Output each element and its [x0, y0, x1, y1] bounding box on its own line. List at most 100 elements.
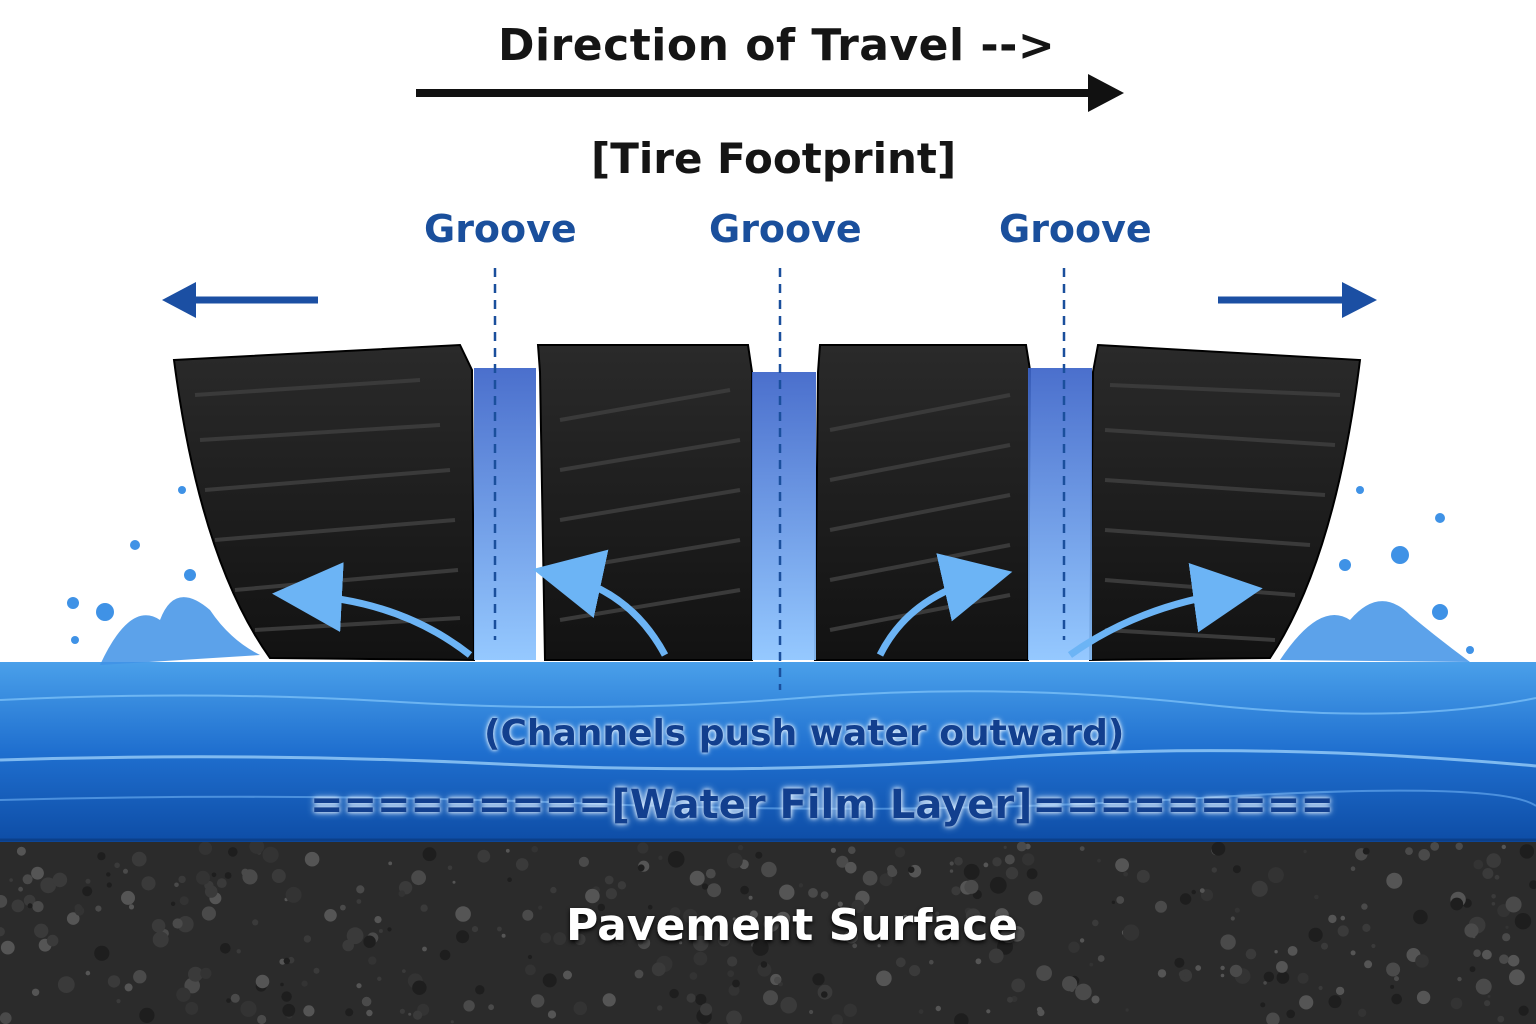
gravel-stone	[178, 875, 186, 884]
gravel-stone	[1469, 966, 1476, 973]
gravel-stone	[1036, 965, 1052, 981]
gravel-stone	[230, 993, 240, 1003]
gravel-stone	[252, 919, 259, 926]
gravel-stone	[301, 980, 308, 987]
gravel-stone	[283, 957, 290, 965]
gravel-stone	[106, 882, 112, 888]
gravel-stone	[809, 1009, 814, 1015]
gravel-stone	[525, 964, 536, 976]
gravel-stone	[1455, 842, 1463, 850]
gravel-stone	[1003, 845, 1007, 850]
gravel-stone	[951, 886, 961, 896]
gravel-stone	[281, 991, 292, 1002]
travel-arrow	[416, 74, 1124, 112]
gravel-stone	[1276, 961, 1288, 973]
gravel-stone	[1328, 995, 1342, 1009]
gravel-stone	[1328, 914, 1337, 924]
gravel-stone	[505, 848, 510, 853]
gravel-stone	[669, 988, 679, 999]
gravel-stone	[1416, 990, 1431, 1005]
gravel-stone	[236, 949, 241, 954]
gravel-stone	[1308, 927, 1323, 943]
gravel-stone	[198, 841, 213, 855]
gravel-stone	[324, 909, 337, 922]
gravel-stone	[1287, 946, 1298, 956]
gravel-stone	[1091, 995, 1100, 1004]
gravel-stone	[831, 1014, 844, 1024]
gravel-stone	[761, 861, 777, 878]
gravel-stone	[820, 891, 829, 899]
gravel-stone	[1350, 950, 1356, 956]
gravel-stone	[1079, 846, 1085, 851]
gravel-stone	[689, 870, 705, 886]
gravel-stone	[637, 842, 649, 854]
gravel-stone	[538, 905, 543, 910]
gravel-stone	[901, 914, 909, 922]
right-outward-arrow	[1218, 282, 1377, 318]
gravel-stone	[1251, 880, 1268, 897]
gravel-stone	[1111, 900, 1116, 904]
gravel-stone	[836, 855, 849, 868]
gravel-stone	[204, 885, 218, 898]
gravel-stone	[363, 935, 376, 948]
gravel-stone	[303, 935, 312, 943]
gravel-stone	[737, 844, 744, 851]
gravel-stone	[488, 1004, 494, 1011]
gravel-stone	[679, 941, 683, 945]
gravel-stone	[604, 875, 614, 885]
direction-of-travel-title: Direction of Travel -->	[498, 20, 1056, 71]
gravel-stone	[226, 998, 231, 1003]
gravel-stone	[1358, 1008, 1367, 1017]
gravel-stone	[727, 970, 735, 977]
gravel-stone	[388, 861, 393, 866]
gravel-stone	[918, 1009, 924, 1014]
gravel-stone	[1482, 868, 1494, 879]
gravel-stone	[965, 908, 981, 924]
gravel-stone	[1457, 976, 1462, 982]
gravel-stone	[1122, 924, 1140, 941]
gravel-stone	[949, 869, 954, 873]
gravel-stone	[935, 1005, 941, 1012]
pavement-label: Pavement Surface	[566, 900, 1019, 951]
water-film	[0, 662, 1536, 842]
gravel-stone	[515, 858, 529, 871]
gravel-stone	[954, 856, 963, 866]
gravel-stone	[1314, 894, 1319, 900]
gravel-stone	[345, 1008, 354, 1017]
gravel-stone	[124, 983, 133, 992]
gravel-stone	[1491, 902, 1496, 906]
gravel-stone	[471, 926, 479, 933]
gravel-stone	[830, 847, 837, 853]
gravel-stone	[0, 895, 8, 908]
gravel-stone	[605, 888, 618, 900]
gravel-stone	[678, 933, 683, 938]
gravel-stone	[1364, 960, 1373, 969]
gravel-stone	[131, 851, 147, 867]
gravel-stone	[398, 890, 406, 897]
tire-footprint-label: [Tire Footprint]	[591, 134, 957, 183]
gravel-stone	[1245, 948, 1257, 960]
gravel-stone	[553, 932, 567, 946]
gravel-stone	[74, 904, 83, 912]
gravel-stone	[94, 945, 110, 961]
gravel-stone	[1097, 858, 1101, 863]
gravel-stone	[780, 996, 797, 1014]
gravel-stone	[1136, 869, 1150, 883]
gravel-stone	[1505, 925, 1509, 929]
gravel-stone	[1390, 984, 1395, 989]
gravel-stone	[1519, 844, 1535, 859]
gravel-stone	[340, 904, 346, 911]
gravel-stone	[683, 908, 698, 924]
gravel-stone	[667, 851, 685, 868]
gravel-stone	[647, 904, 653, 910]
gravel-stone	[527, 954, 533, 960]
gravel-stone	[1179, 893, 1192, 905]
gravel-stone	[1362, 923, 1371, 933]
gravel-stone	[1518, 1005, 1529, 1016]
gravel-stone	[540, 932, 552, 944]
gravel-stone	[1494, 874, 1500, 880]
gravel-stone	[271, 869, 286, 883]
gravel-stone	[657, 1005, 663, 1011]
gravel-stone	[40, 877, 57, 894]
gravel-stone	[705, 868, 716, 879]
